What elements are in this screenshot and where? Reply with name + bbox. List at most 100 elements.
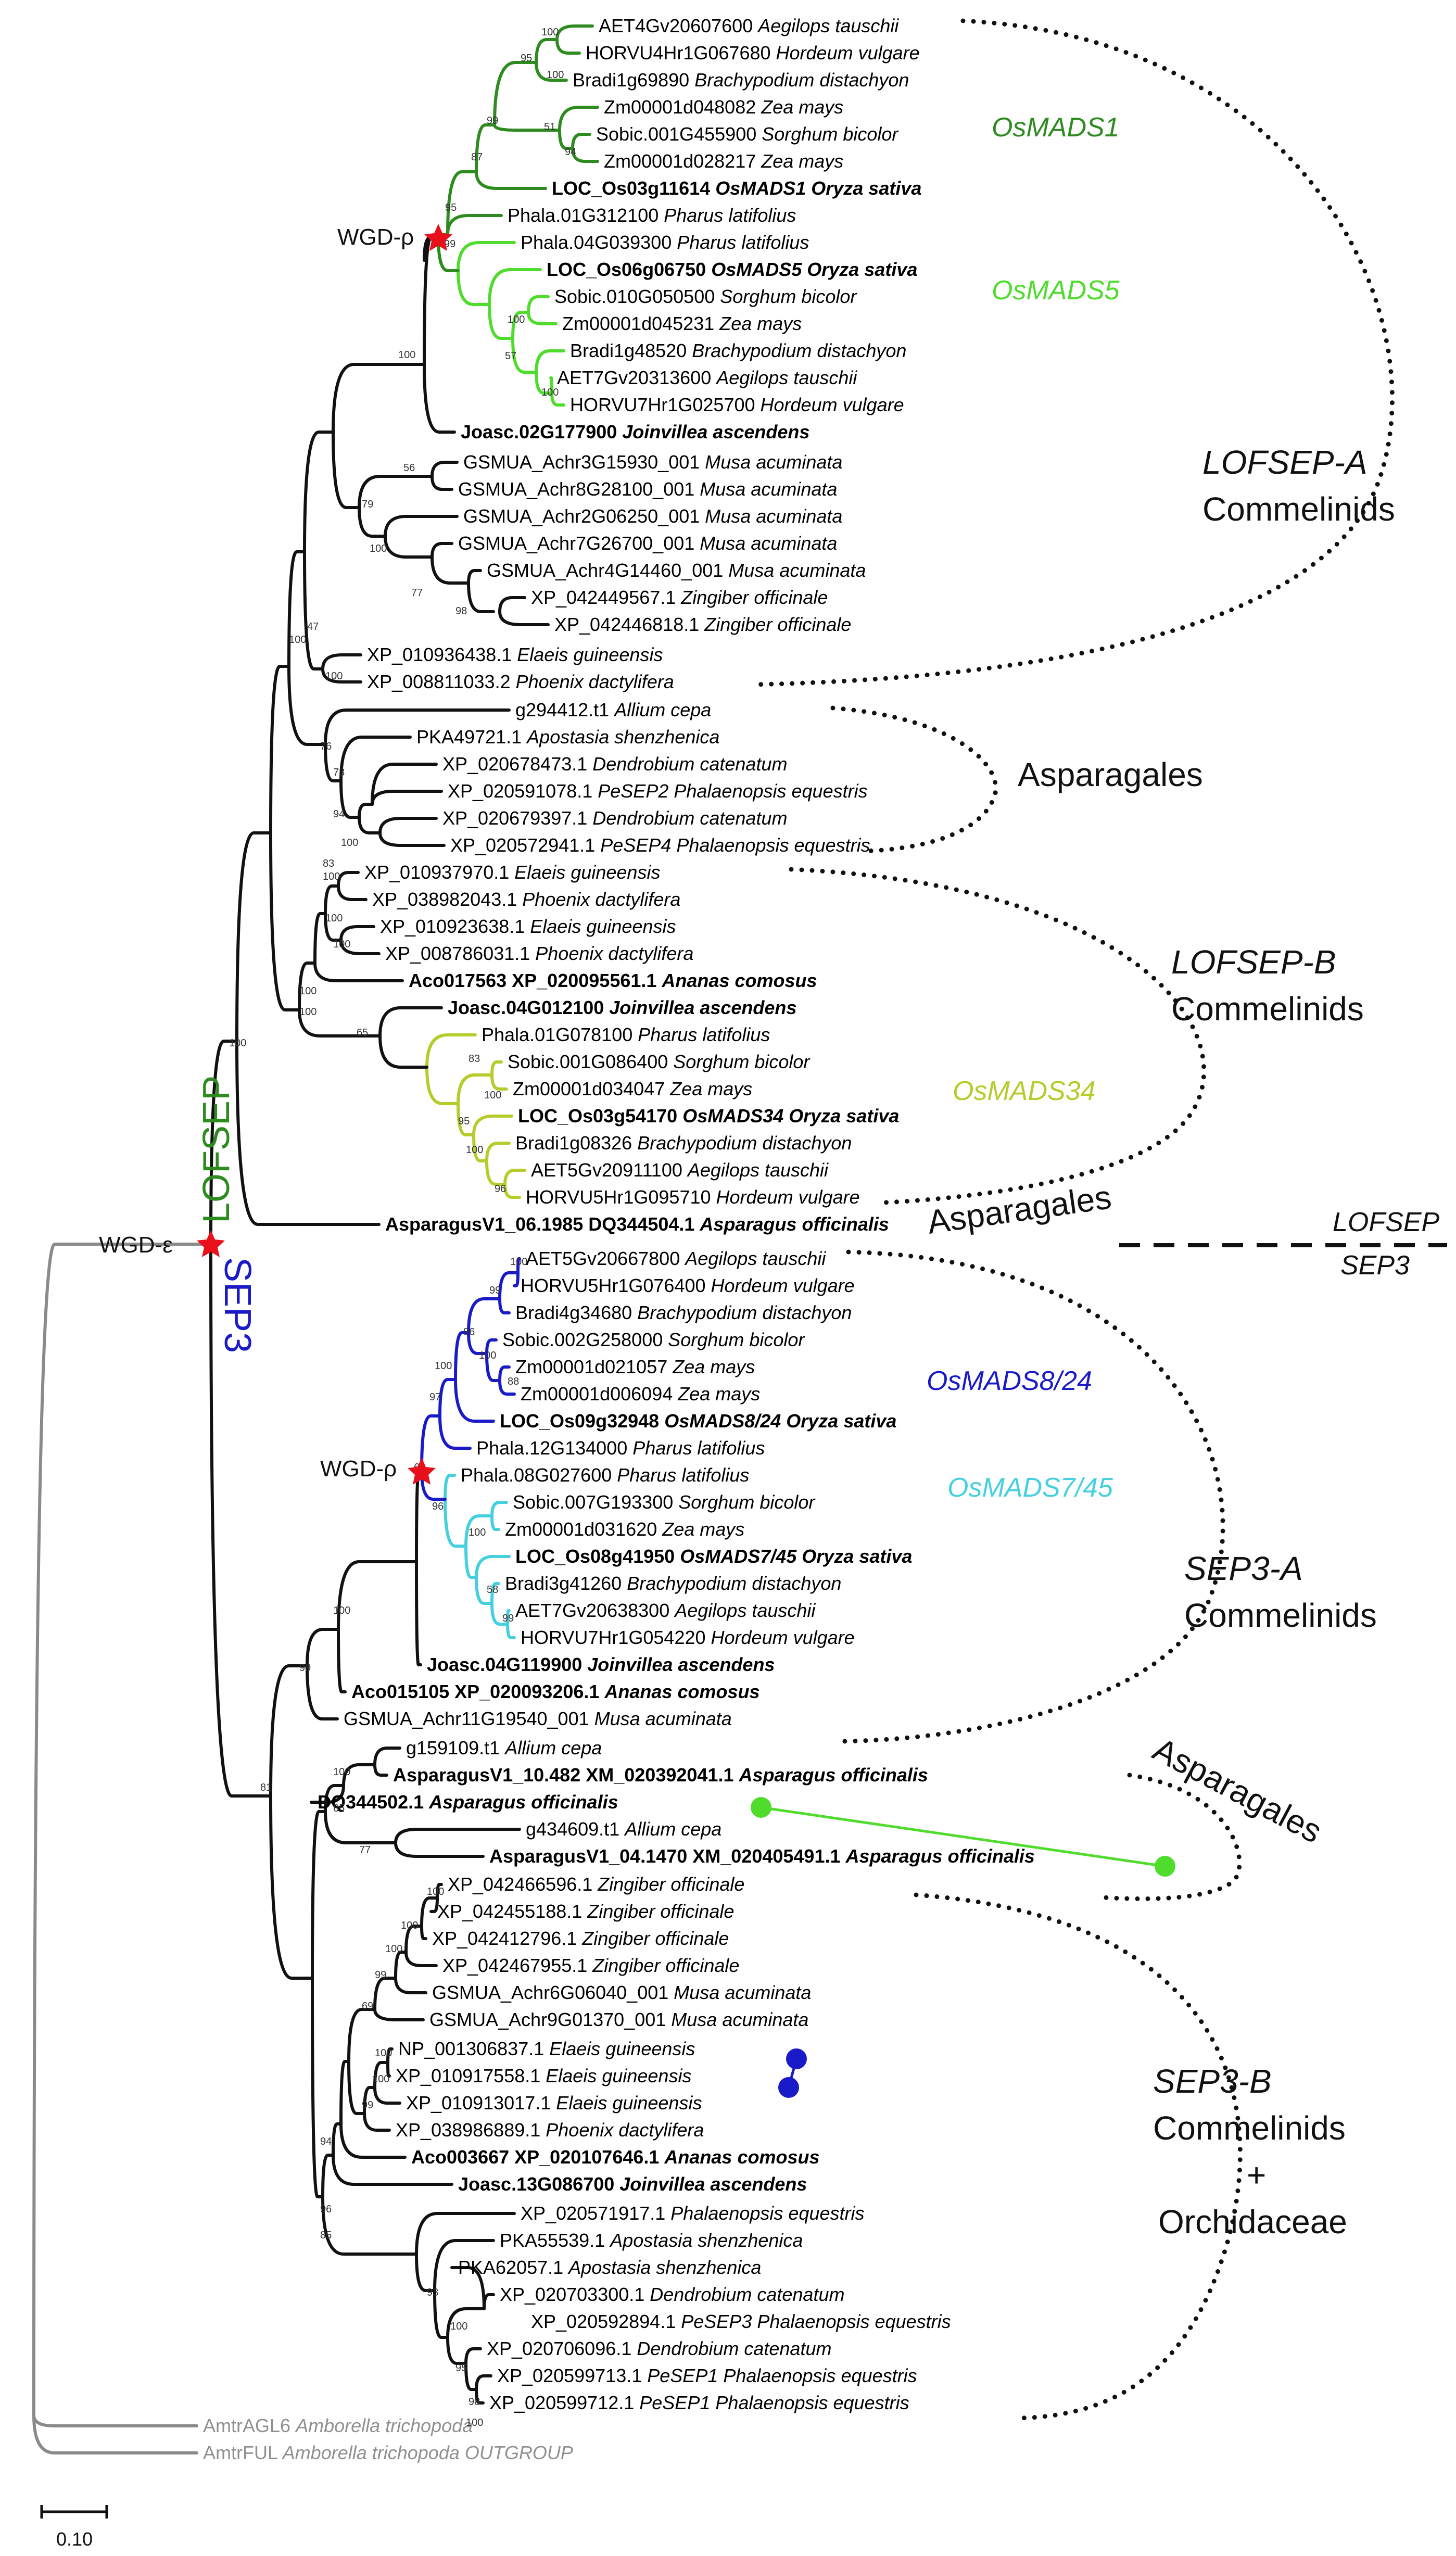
tip-species: OsMADS34 Oryza sativa: [682, 1105, 899, 1127]
title-asparagales-3: Asparagales: [1147, 1730, 1328, 1851]
tip-accession: Phala.01G312100: [508, 205, 664, 226]
elaeis-pair-dot-2: [778, 2077, 799, 2098]
branch: [378, 817, 438, 834]
tip-label: XP_020703300.1 Dendrobium catenatum: [500, 2284, 844, 2305]
tip-label: XP_010913017.1 Elaeis guineensis: [406, 2092, 702, 2114]
branch: [339, 736, 412, 782]
branch: [394, 1841, 485, 1858]
branch: [384, 535, 434, 559]
tip-accession: XP_038982043.1: [372, 889, 522, 910]
branch: [446, 2307, 486, 2339]
tip-species: Zea mays: [672, 1356, 755, 1377]
tip-label: DQ344502.1 Asparagus officinalis: [318, 1791, 618, 1813]
tip-species: OsMADS1 Oryza sativa: [715, 178, 921, 199]
branch: [373, 1763, 388, 1777]
tip-accession: LOC_Os03g11614: [552, 178, 715, 199]
tip-accession: XP_042412796.1: [432, 1928, 582, 1949]
tip-species: Musa acuminata: [705, 505, 842, 527]
branch: [415, 1469, 423, 1563]
tip-accession: XP_042449567.1: [531, 587, 681, 608]
tip-accession: Sobic.010G050500: [554, 286, 720, 307]
tip-accession: Bradi1g69890: [573, 69, 694, 91]
tip-species: Pharus latifolius: [638, 1024, 770, 1045]
tip-accession: XP_008786031.1: [385, 943, 535, 964]
branch: [558, 106, 599, 132]
branch: [488, 268, 542, 306]
branch: [555, 24, 594, 41]
branch: [420, 1925, 427, 1940]
branch: [358, 803, 374, 819]
tip-species: Phalaenopsis equestris: [670, 2203, 864, 2224]
tip-label: XP_020679397.1 Dendrobium catenatum: [442, 807, 787, 829]
title-sep3-b-orchidaceae: Orchidaceae: [1158, 2203, 1347, 2241]
bootstrap-values: 1009510051949987959910057100100567910077…: [229, 27, 576, 2428]
tip-accession: g159109.t1: [406, 1737, 505, 1758]
tip-species: Brachypodium distachyon: [692, 340, 906, 361]
bootstrap-value: 100: [333, 1766, 350, 1778]
tip-accession: Aco017563 XP_020095561.1: [409, 970, 662, 991]
tip-label: AET4Gv20607600 Aegilops tauschii: [599, 15, 899, 36]
branch: [339, 2122, 407, 2159]
bootstrap-value: 99: [502, 1613, 514, 1624]
branch: [513, 1271, 520, 1287]
branch: [32, 2414, 198, 2427]
tip-species: Musa acuminata: [700, 533, 837, 554]
branch: [535, 61, 568, 82]
tip-accession: Joasc.02G177900: [461, 421, 622, 442]
branch: [332, 2154, 453, 2186]
branch: [394, 1828, 521, 1844]
tip-label: GSMUA_Achr11G19540_001 Musa acuminata: [344, 1708, 732, 1729]
tip-species: Elaeis guineensis: [549, 2038, 695, 2059]
tip-label: Phala.12G134000 Pharus latifolius: [476, 1437, 765, 1459]
branch: [506, 1623, 516, 1639]
branch: [467, 581, 495, 613]
tip-species: Joinvillea ascendens: [622, 421, 809, 442]
branch: [454, 1378, 495, 1423]
branch: [425, 1066, 460, 1105]
tip-species: Zea mays: [761, 150, 843, 172]
tip-species: Elaeis guineensis: [517, 644, 663, 665]
label-osmads1: OsMADS1: [992, 112, 1120, 143]
tip-label: g159109.t1 Allium cepa: [406, 1737, 602, 1758]
tip-species: Apostasia shenzhenica: [526, 726, 719, 748]
tip-label: XP_042449567.1 Zingiber officinale: [531, 587, 828, 608]
branch: [444, 1498, 467, 1548]
asparagus-pair-connector: [761, 1806, 1166, 1868]
tip-accession: DQ344502.1: [318, 1791, 429, 1813]
bootstrap-value: 100: [484, 1090, 501, 1101]
branch: [269, 665, 290, 834]
branch: [209, 1040, 238, 1246]
asparagus-pair-dot-2: [1155, 1856, 1175, 1877]
tip-accession: AET5Gv20667800: [526, 1248, 685, 1269]
branch: [324, 1784, 345, 1813]
branch: [506, 1609, 511, 1626]
tip-species: Zingiber officinale: [592, 1955, 739, 1976]
tip-accession: Sobic.001G086400: [508, 1051, 673, 1072]
tip-species: PeSEP3 Phalaenopsis equestris: [681, 2311, 951, 2332]
tip-label: AET5Gv20911100 Aegilops tauschii: [531, 1159, 829, 1181]
tip-species: Ananas comosus: [604, 1681, 759, 1702]
tip-accession: HORVU5Hr1G095710: [526, 1186, 716, 1208]
tip-species: Musa acuminata: [728, 560, 866, 581]
branch: [490, 1073, 508, 1091]
bootstrap-value: 87: [471, 151, 483, 163]
bootstrap-value: 69: [362, 2001, 373, 2012]
tip-accession: Phala.12G134000: [476, 1437, 632, 1459]
bootstrap-value: 99: [444, 238, 455, 250]
tip-accession: Zm00001d028217: [604, 150, 761, 172]
branch: [235, 831, 272, 1043]
tip-accession: HORVU7Hr1G054220: [521, 1627, 711, 1648]
tip-species: Zea mays: [761, 96, 843, 118]
tip-accession: XP_020592894.1: [531, 2311, 681, 2332]
tip-label: AET7Gv20638300 Aegilops tauschii: [515, 1600, 816, 1621]
tip-accession: g294412.t1: [515, 699, 614, 720]
branch: [550, 391, 565, 407]
tip-species: Aegilops tauschii: [684, 1248, 826, 1269]
bootstrap-value: 100: [541, 27, 559, 38]
tip-label: XP_020592894.1 PeSEP3 Phalaenopsis eques…: [531, 2311, 951, 2332]
tip-accession: AmtrFUL: [203, 2442, 283, 2463]
tip-species: Phoenix dactylifera: [546, 2119, 704, 2141]
tip-accession: PKA62057.1: [458, 2257, 568, 2278]
tip-accession: Bradi4g34680: [515, 1302, 637, 1323]
tip-accession: Bradi3g41260: [505, 1573, 627, 1594]
